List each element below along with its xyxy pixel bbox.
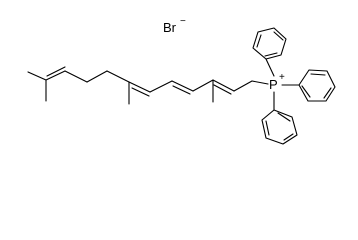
- bond: [277, 112, 291, 122]
- bond: [128, 81, 151, 93]
- bond: [233, 80, 253, 92]
- bond: [192, 79, 214, 92]
- bond: [265, 120, 270, 136]
- bond: [273, 31, 284, 41]
- bond: [323, 87, 332, 99]
- bond: [46, 66, 66, 77]
- bromide-symbol: Br: [163, 20, 177, 35]
- phosphorus-charge: +: [279, 72, 285, 83]
- bond: [310, 73, 326, 76]
- bond: [301, 85, 311, 98]
- bromide-ion: Br −: [163, 16, 186, 35]
- bond: [264, 52, 278, 57]
- bond: [149, 80, 173, 93]
- bond: [265, 58, 275, 77]
- bond: [27, 71, 47, 81]
- bond: [172, 85, 191, 95]
- ring-bonds: [252, 27, 287, 60]
- bromide-charge: −: [180, 16, 186, 27]
- phenyl-ring-bottom: [261, 109, 298, 145]
- bond: [106, 70, 130, 83]
- bond: [64, 70, 88, 83]
- bond: [45, 70, 66, 81]
- bond: [131, 87, 150, 97]
- phenyl-ring-top: [252, 27, 287, 60]
- ring-bonds: [298, 69, 336, 102]
- bond: [171, 80, 194, 92]
- chemical-structure-drawing: Br − P +: [27, 16, 336, 145]
- bond: [212, 79, 235, 92]
- polyene-chain: [27, 66, 269, 105]
- phosphonium-center: P +: [265, 58, 300, 111]
- phosphorus-symbol: P: [269, 77, 278, 92]
- bond: [213, 84, 232, 95]
- bond: [256, 34, 262, 48]
- bond: [251, 80, 269, 85]
- ring-bonds: [261, 109, 298, 145]
- bond: [283, 133, 294, 141]
- bond: [86, 70, 108, 83]
- phenyl-ring-right: [298, 69, 336, 102]
